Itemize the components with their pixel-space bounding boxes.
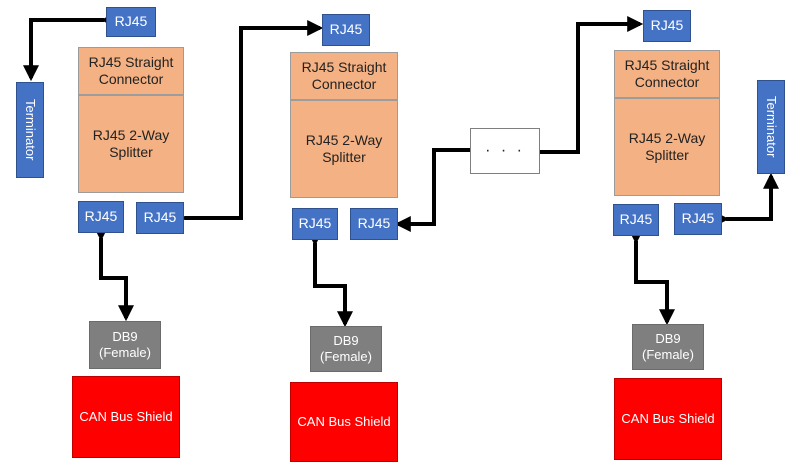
left-rj45-bottom-right: RJ45 [136, 202, 184, 234]
middle-rj45-top: RJ45 [322, 14, 370, 46]
wire-left-terminator [23, 12, 117, 82]
middle-splitter: RJ45 2-Way Splitter [290, 100, 398, 198]
wire-left-db9 [93, 225, 134, 322]
wire-middle-db9 [307, 230, 353, 328]
left-can-bus-shield: CAN Bus Shield [72, 376, 180, 458]
wire-ellipsis-to-right [540, 16, 644, 154]
wire-left-to-middle [172, 20, 324, 226]
wire-right-terminator [713, 172, 779, 227]
middle-can-bus-shield: CAN Bus Shield [290, 382, 398, 462]
left-terminator: Terminator [16, 82, 44, 178]
middle-straight-connector: RJ45 Straight Connector [290, 52, 398, 100]
right-rj45-top: RJ45 [643, 10, 691, 42]
right-can-bus-shield: CAN Bus Shield [614, 378, 722, 460]
right-splitter: RJ45 2-Way Splitter [614, 98, 720, 196]
middle-rj45-bottom-left: RJ45 [292, 208, 338, 240]
left-rj45-top: RJ45 [106, 7, 156, 37]
left-db9: DB9 (Female) [89, 321, 161, 369]
left-straight-connector: RJ45 Straight Connector [78, 47, 184, 95]
right-db9: DB9 (Female) [632, 324, 704, 370]
middle-db9: DB9 (Female) [310, 326, 382, 372]
wire-right-db9 [628, 228, 675, 326]
right-straight-connector: RJ45 Straight Connector [614, 50, 720, 98]
ellipsis-box: · · · [470, 128, 540, 174]
middle-rj45-bottom-right: RJ45 [350, 208, 398, 240]
right-rj45-bottom-right: RJ45 [674, 203, 722, 235]
right-rj45-bottom-left: RJ45 [613, 204, 659, 236]
left-splitter: RJ45 2-Way Splitter [78, 95, 184, 193]
right-terminator: Terminator [757, 80, 785, 174]
wire-middle-to-ellipsis [394, 148, 470, 232]
left-rj45-bottom-left: RJ45 [78, 201, 124, 233]
